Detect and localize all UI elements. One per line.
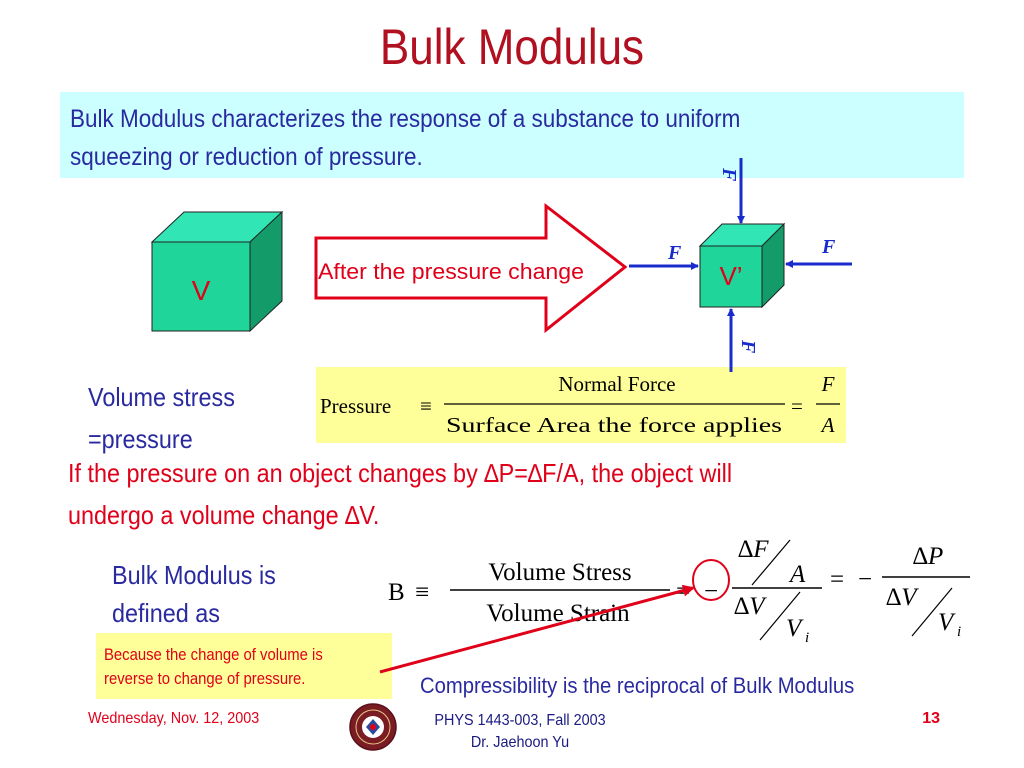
bulk-definition-line-1: Bulk Modulus is <box>112 560 276 590</box>
bulk-eq-delta-v-2: ∆V <box>886 584 919 611</box>
footer-date: Wednesday, Nov. 12, 2003 <box>88 710 260 727</box>
note-text: Because the change of volume is reverse … <box>104 643 374 691</box>
intro-highlight-box <box>60 92 964 178</box>
bulk-eq-vi-1-subscript: i <box>805 630 809 646</box>
change-arrow: After the pressure change <box>314 202 628 334</box>
slide-title: Bulk Modulus <box>379 19 645 75</box>
pressure-change-text: If the pressure on an object changes by … <box>68 452 878 536</box>
note-pointer-arrow <box>379 584 695 674</box>
cube-before: V <box>150 210 284 333</box>
university-seal-logo <box>349 703 397 751</box>
minus-sign-highlight <box>692 559 730 601</box>
intro-line-2: squeezing or reduction of pressure. <box>70 143 423 171</box>
footer-course-line-2: Dr. Jaehoon Yu <box>470 734 570 751</box>
cube-after-label: V’ <box>719 261 742 291</box>
force-label-right: F <box>821 236 836 258</box>
cube-after: V’ <box>698 222 786 309</box>
bulk-eq-equals-2: = <box>830 566 844 593</box>
bulk-eq-delta-f: ∆F <box>738 536 769 563</box>
force-label-bottom: F <box>737 339 759 354</box>
note-box <box>96 633 392 699</box>
pressure-eq-a: A <box>820 413 835 437</box>
bulk-definition-line-2: defined as <box>112 598 220 628</box>
bulk-equation: B ≡ Volume Stress Volume Strain = − ∆F A… <box>388 536 970 646</box>
volume-stress-line-1: Volume stress <box>88 382 235 412</box>
force-label-left: F <box>667 242 682 264</box>
bulk-definition-label: Bulk Modulus is defined as <box>112 556 276 632</box>
bulk-eq-minus-2: − <box>858 566 872 593</box>
compressibility-text: Compressibility is the reciprocal of Bul… <box>420 673 855 698</box>
pressure-change-line-2: undergo a volume change ∆V. <box>68 500 380 530</box>
bulk-eq-equiv: ≡ <box>415 579 429 606</box>
bulk-eq-numerator: Volume Stress <box>488 559 631 586</box>
pressure-equation-box <box>316 367 846 443</box>
pressure-eq-f: F <box>821 372 835 396</box>
bulk-eq-delta-v-1: ∆V <box>734 593 767 620</box>
force-arrows: F F F F <box>629 158 852 372</box>
force-label-top: F <box>718 167 740 182</box>
pressure-eq-equals: = <box>791 394 803 418</box>
note-line-2: reverse to change of pressure. <box>104 670 306 688</box>
cube-before-label: V <box>192 275 211 306</box>
pressure-change-line-1: If the pressure on an object changes by … <box>68 458 733 488</box>
pressure-equation: Pressure ≡ Normal Force Surface Area the… <box>320 372 840 437</box>
pressure-eq-equiv: ≡ <box>420 394 432 418</box>
intro-line-1: Bulk Modulus characterizes the response … <box>70 105 741 133</box>
pressure-eq-lhs: Pressure <box>320 394 391 418</box>
bulk-eq-denominator: Volume Strain <box>486 600 630 627</box>
bulk-eq-vi-1: V <box>786 615 804 642</box>
footer-course-line-1: PHYS 1443-003, Fall 2003 <box>434 712 606 729</box>
bulk-eq-delta-p: ∆P <box>913 543 944 570</box>
pressure-eq-numerator: Normal Force <box>558 372 675 396</box>
volume-stress-label: Volume stress =pressure <box>88 376 235 460</box>
bulk-eq-b: B <box>388 579 405 606</box>
bulk-eq-vi-2-subscript: i <box>957 624 961 640</box>
pressure-eq-denominator: Surface Area the force applies <box>446 413 782 437</box>
intro-text: Bulk Modulus characterizes the response … <box>70 100 862 176</box>
note-line-1: Because the change of volume is <box>104 646 323 664</box>
volume-stress-line-2: =pressure <box>88 424 193 454</box>
bulk-eq-vi-2: V <box>938 609 956 636</box>
footer-course: PHYS 1443-003, Fall 2003 Dr. Jaehoon Yu <box>412 710 628 754</box>
arrow-label: After the pressure change <box>318 259 584 284</box>
page-number: 13 <box>922 710 940 727</box>
bulk-eq-a: A <box>788 561 806 588</box>
bulk-eq-minus-1: − <box>704 578 718 605</box>
